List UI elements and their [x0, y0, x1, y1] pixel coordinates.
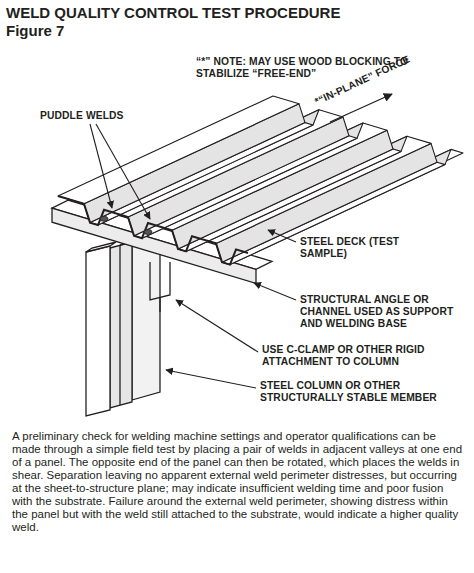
deck-surface — [84, 104, 305, 223]
callout-label: STEEL DECK (TEST SAMPLE) — [300, 236, 410, 260]
callout-label: STRUCTURAL ANGLE OR CHANNEL USED AS SUPP… — [300, 294, 470, 329]
callout-label: USE C-CLAMP OR OTHER RIGID ATTACHMENT TO… — [262, 344, 467, 368]
puddle-weld — [100, 216, 108, 221]
callout-label: STEEL COLUMN OR OTHER STRUCTURALLY STABL… — [260, 380, 465, 404]
figure-number: Figure 7 — [6, 22, 64, 39]
callout-label: PUDDLE WELDS — [40, 110, 124, 122]
figure-title: WELD QUALITY CONTROL TEST PROCEDURE — [6, 4, 466, 21]
force-arrow — [330, 94, 392, 122]
deck-profile — [58, 196, 248, 265]
steel-deck — [52, 96, 463, 283]
c-clamp — [150, 262, 170, 312]
steel-column — [86, 230, 160, 416]
puddle-weld — [144, 230, 152, 235]
figure-caption: A preliminary check for welding machine … — [12, 430, 464, 534]
